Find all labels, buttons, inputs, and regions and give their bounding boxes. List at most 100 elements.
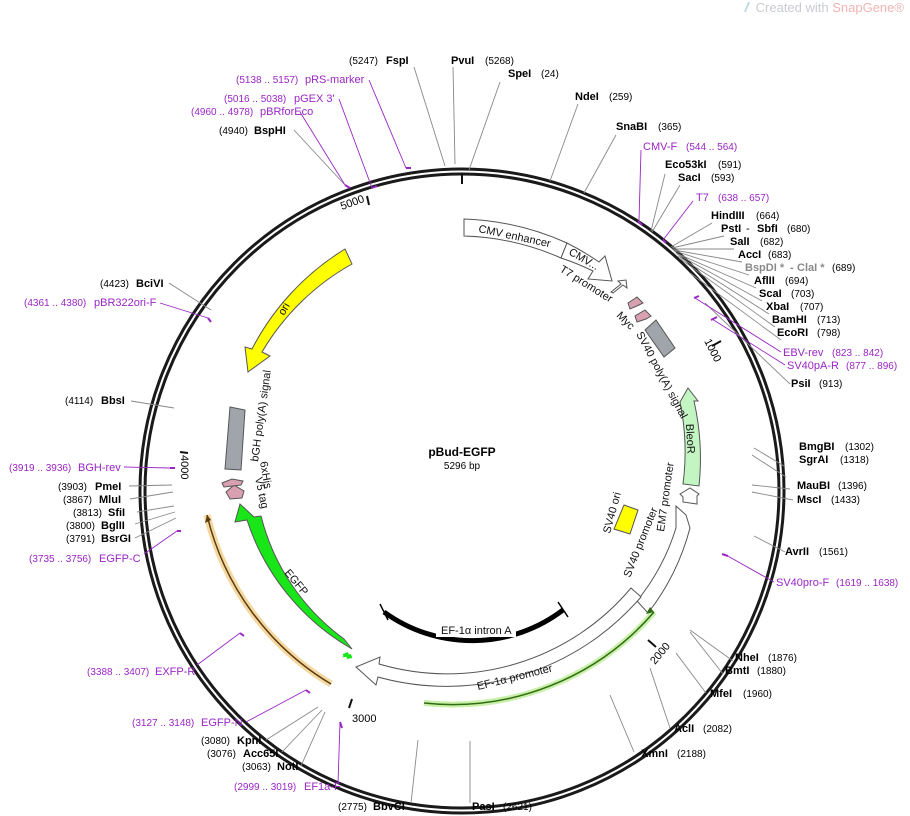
watermark-registered: ® <box>894 0 904 15</box>
feature-ef1a-intron-a[interactable] <box>382 608 565 644</box>
site-ndei-name: NdeI <box>575 91 599 103</box>
label-ef1a-intron-a: EF-1α intron A <box>441 625 512 637</box>
feature-v5-tag[interactable] <box>225 484 245 500</box>
svg-text:-: - <box>746 223 750 235</box>
feature-6xhis[interactable] <box>221 478 244 488</box>
feature-egfp[interactable] <box>234 503 353 650</box>
site-scai-name: ScaI <box>759 288 782 300</box>
tick-label-3000: 3000 <box>352 713 376 725</box>
site-bsphi-pos: (4940) <box>219 126 248 137</box>
site-pmei-pos: (3903) <box>58 482 87 493</box>
site-xbai-pos: (707) <box>800 302 823 313</box>
feature-bgh-polya[interactable] <box>224 406 246 471</box>
label-bleor: BleoR <box>683 424 697 455</box>
site-pmei-name: PmeI <box>95 481 121 493</box>
site-spei-pos: (24) <box>541 69 559 80</box>
site-bbsi-name: BbsI <box>101 395 125 407</box>
site-fspi-name: FspI <box>386 55 409 67</box>
primer-egfp-n-range: (3127 .. 3148) <box>132 718 194 729</box>
site-acci-name: AccI <box>738 249 761 261</box>
feature-myc-tag-2[interactable] <box>634 309 652 323</box>
primer-labels: CMV-F(544 .. 564) T7(638 .. 657) EBV-rev… <box>9 74 898 793</box>
site-sali-name: SalI <box>730 236 750 248</box>
feature-t7-promoter[interactable] <box>610 279 628 294</box>
primer-ebv-rev-range: (823 .. 842) <box>832 348 883 359</box>
site-mfei-name: MfeI <box>710 688 732 700</box>
plasmid-name: pBud-EGFP <box>428 445 495 459</box>
site-clai-name: ClaI * <box>797 262 825 274</box>
site-nhei-pos: (1876) <box>768 653 797 664</box>
primer-sv40pa-r-name: SV40pA-R <box>787 360 839 372</box>
label-bgh-polya: bGH poly(A) signal <box>249 369 274 462</box>
site-ecori-pos: (798) <box>817 328 840 339</box>
site-mlui-name: MluI <box>99 494 121 506</box>
feature-sv40-promoter[interactable] <box>636 504 691 614</box>
tick-label-4000: 4000 <box>178 455 190 479</box>
site-kpni-pos: (3080) <box>201 736 230 747</box>
site-kpni-name: KpnI <box>237 735 261 747</box>
site-bglii-pos: (3800) <box>66 521 95 532</box>
site-snabi-pos: (365) <box>658 122 681 133</box>
primer-egfp-n-name: EGFP-N <box>201 717 243 729</box>
site-xmni-name: XmnI <box>641 748 668 760</box>
site-aflii-name: AflII <box>754 275 775 287</box>
site-bbvci-pos: (2775) <box>338 802 367 813</box>
site-sgrai-name: SgrAI <box>799 454 828 466</box>
primer-ef1a-f-name: EF1a-F <box>304 781 341 793</box>
site-xmni-pos: (2188) <box>677 749 706 760</box>
site-ecori-name: EcoRI <box>777 327 808 339</box>
primer-pgex3-name: pGEX 3' <box>294 93 335 105</box>
site-bbvci-name: BbvCI <box>373 801 405 813</box>
site-bglii-name: BglII <box>101 520 125 532</box>
site-sgrai-pos: (1318) <box>840 455 869 466</box>
primer-pbrforeco-name: pBRforEco <box>260 106 313 118</box>
primer-t7-range: (638 .. 657) <box>718 193 769 204</box>
snapgene-logo-icon <box>743 2 750 12</box>
feature-cmv-promoter[interactable] <box>560 242 613 282</box>
site-msci-name: MscI <box>797 494 821 506</box>
feature-ori[interactable] <box>244 248 353 373</box>
primer-bgh-rev-name: BGH-rev <box>78 462 121 474</box>
site-saci-pos: (593) <box>711 173 734 184</box>
primer-pbr322ori-f-range: (4361 .. 4380) <box>24 298 86 309</box>
site-bamhi-name: BamHI <box>772 314 807 326</box>
site-bspdi-pos: (689) <box>832 263 855 274</box>
feature-bleor[interactable] <box>679 387 701 487</box>
site-bmti-name: BmtI <box>725 665 749 677</box>
primer-sv40pro-f-range: (1619 .. 1638) <box>836 578 898 589</box>
site-pvui-name: PvuI <box>451 55 474 67</box>
site-psii-name: PsiI <box>791 378 811 390</box>
site-bspdi-name: BspDI * <box>745 262 785 274</box>
site-snabi-name: SnaBI <box>616 121 647 133</box>
site-fspi-pos: (5247) <box>349 56 378 67</box>
site-scai-pos: (703) <box>791 289 814 300</box>
primer-egfp-c-name: EGFP-C <box>99 553 141 565</box>
site-bcivi-name: BciVI <box>136 278 164 290</box>
site-noti-name: NotI <box>277 761 298 773</box>
primer-egfp-c-range: (3735 .. 3756) <box>29 554 91 565</box>
site-pasi-pos: (2621) <box>503 802 532 813</box>
features <box>203 218 701 708</box>
coordinate-ticks <box>179 173 722 709</box>
feature-ef1a-promoter[interactable] <box>355 587 642 687</box>
primer-leader-lines <box>123 79 786 785</box>
primer-ebv-rev-name: EBV-rev <box>783 347 824 359</box>
site-hindiii-name: HindIII <box>711 210 745 222</box>
site-sfii-pos: (3813) <box>73 508 102 519</box>
feature-sv40-polya[interactable] <box>644 319 676 358</box>
svg-text:-: - <box>790 262 794 274</box>
label-myc: Myc <box>614 310 637 333</box>
primer-exfp-r-range: (3388 .. 3407) <box>87 667 149 678</box>
site-maubi-pos: (1396) <box>838 481 867 492</box>
watermark-brand: SnapGene <box>832 0 895 15</box>
site-xbai-name: XbaI <box>766 301 789 313</box>
primer-cmv-f-name: CMV-F <box>643 141 678 153</box>
site-bamhi-pos: (713) <box>817 315 840 326</box>
feature-myc-tag-1[interactable] <box>627 296 644 310</box>
label-em7-promoter: EM7 promoter <box>655 461 677 532</box>
site-aflii-pos: (694) <box>785 276 808 287</box>
snapgene-watermark: Created with SnapGene® <box>742 0 904 15</box>
feature-sv40-ori[interactable] <box>613 504 639 535</box>
feature-em7-promoter[interactable] <box>679 487 700 505</box>
